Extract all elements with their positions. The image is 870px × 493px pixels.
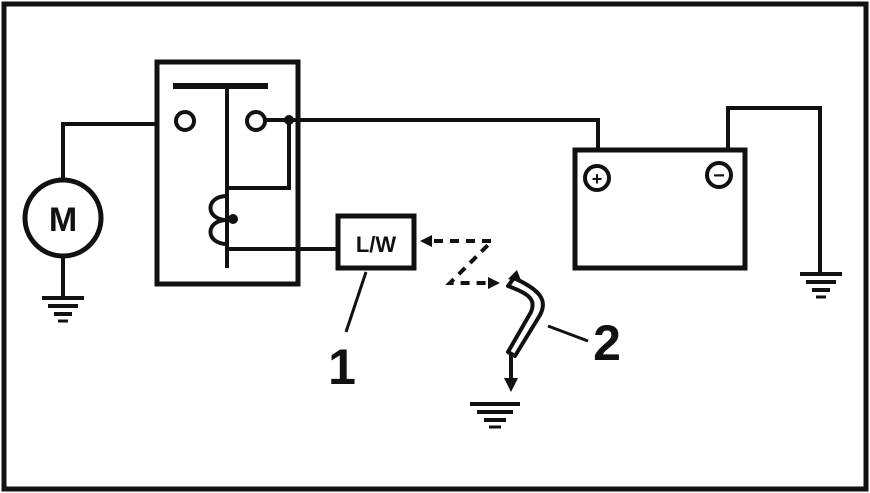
motor-ground-symbol [42, 296, 84, 323]
relay-coil-feed [225, 118, 291, 190]
battery-negative-label: − [713, 165, 725, 187]
switch-lever [506, 276, 545, 358]
callout-1-label: 1 [328, 339, 356, 395]
motor-to-relay-wire [61, 122, 174, 182]
switch-ground-arrow [504, 378, 518, 392]
battery-ground-symbol [800, 272, 842, 299]
relay-coil [208, 194, 228, 246]
battery-ground-wire [726, 106, 822, 274]
signal-arrow-left [420, 235, 432, 247]
relay-to-battery-wire [263, 118, 600, 160]
lw-module: L/W [335, 213, 417, 271]
relay-terminal-left [174, 110, 196, 132]
relay-coil-dot [228, 214, 238, 224]
lw-module-box [335, 213, 417, 271]
battery-negative-terminal [705, 161, 733, 189]
battery-positive-label: + [592, 169, 603, 189]
signal-path [420, 235, 500, 289]
relay [154, 59, 301, 287]
lw-module-label: L/W [356, 232, 397, 257]
callout-1-leader [344, 271, 368, 333]
battery-positive-terminal [583, 164, 611, 192]
relay-terminal-right [245, 110, 267, 132]
battery: + − [572, 147, 748, 271]
signal-arrow-right [488, 277, 500, 289]
motor: M [22, 177, 104, 259]
motor-label: M [49, 201, 77, 239]
switch [470, 270, 545, 429]
callout-2-label: 2 [593, 315, 621, 371]
callout-2-leader [547, 324, 589, 343]
signal-dashed-line [434, 239, 497, 285]
